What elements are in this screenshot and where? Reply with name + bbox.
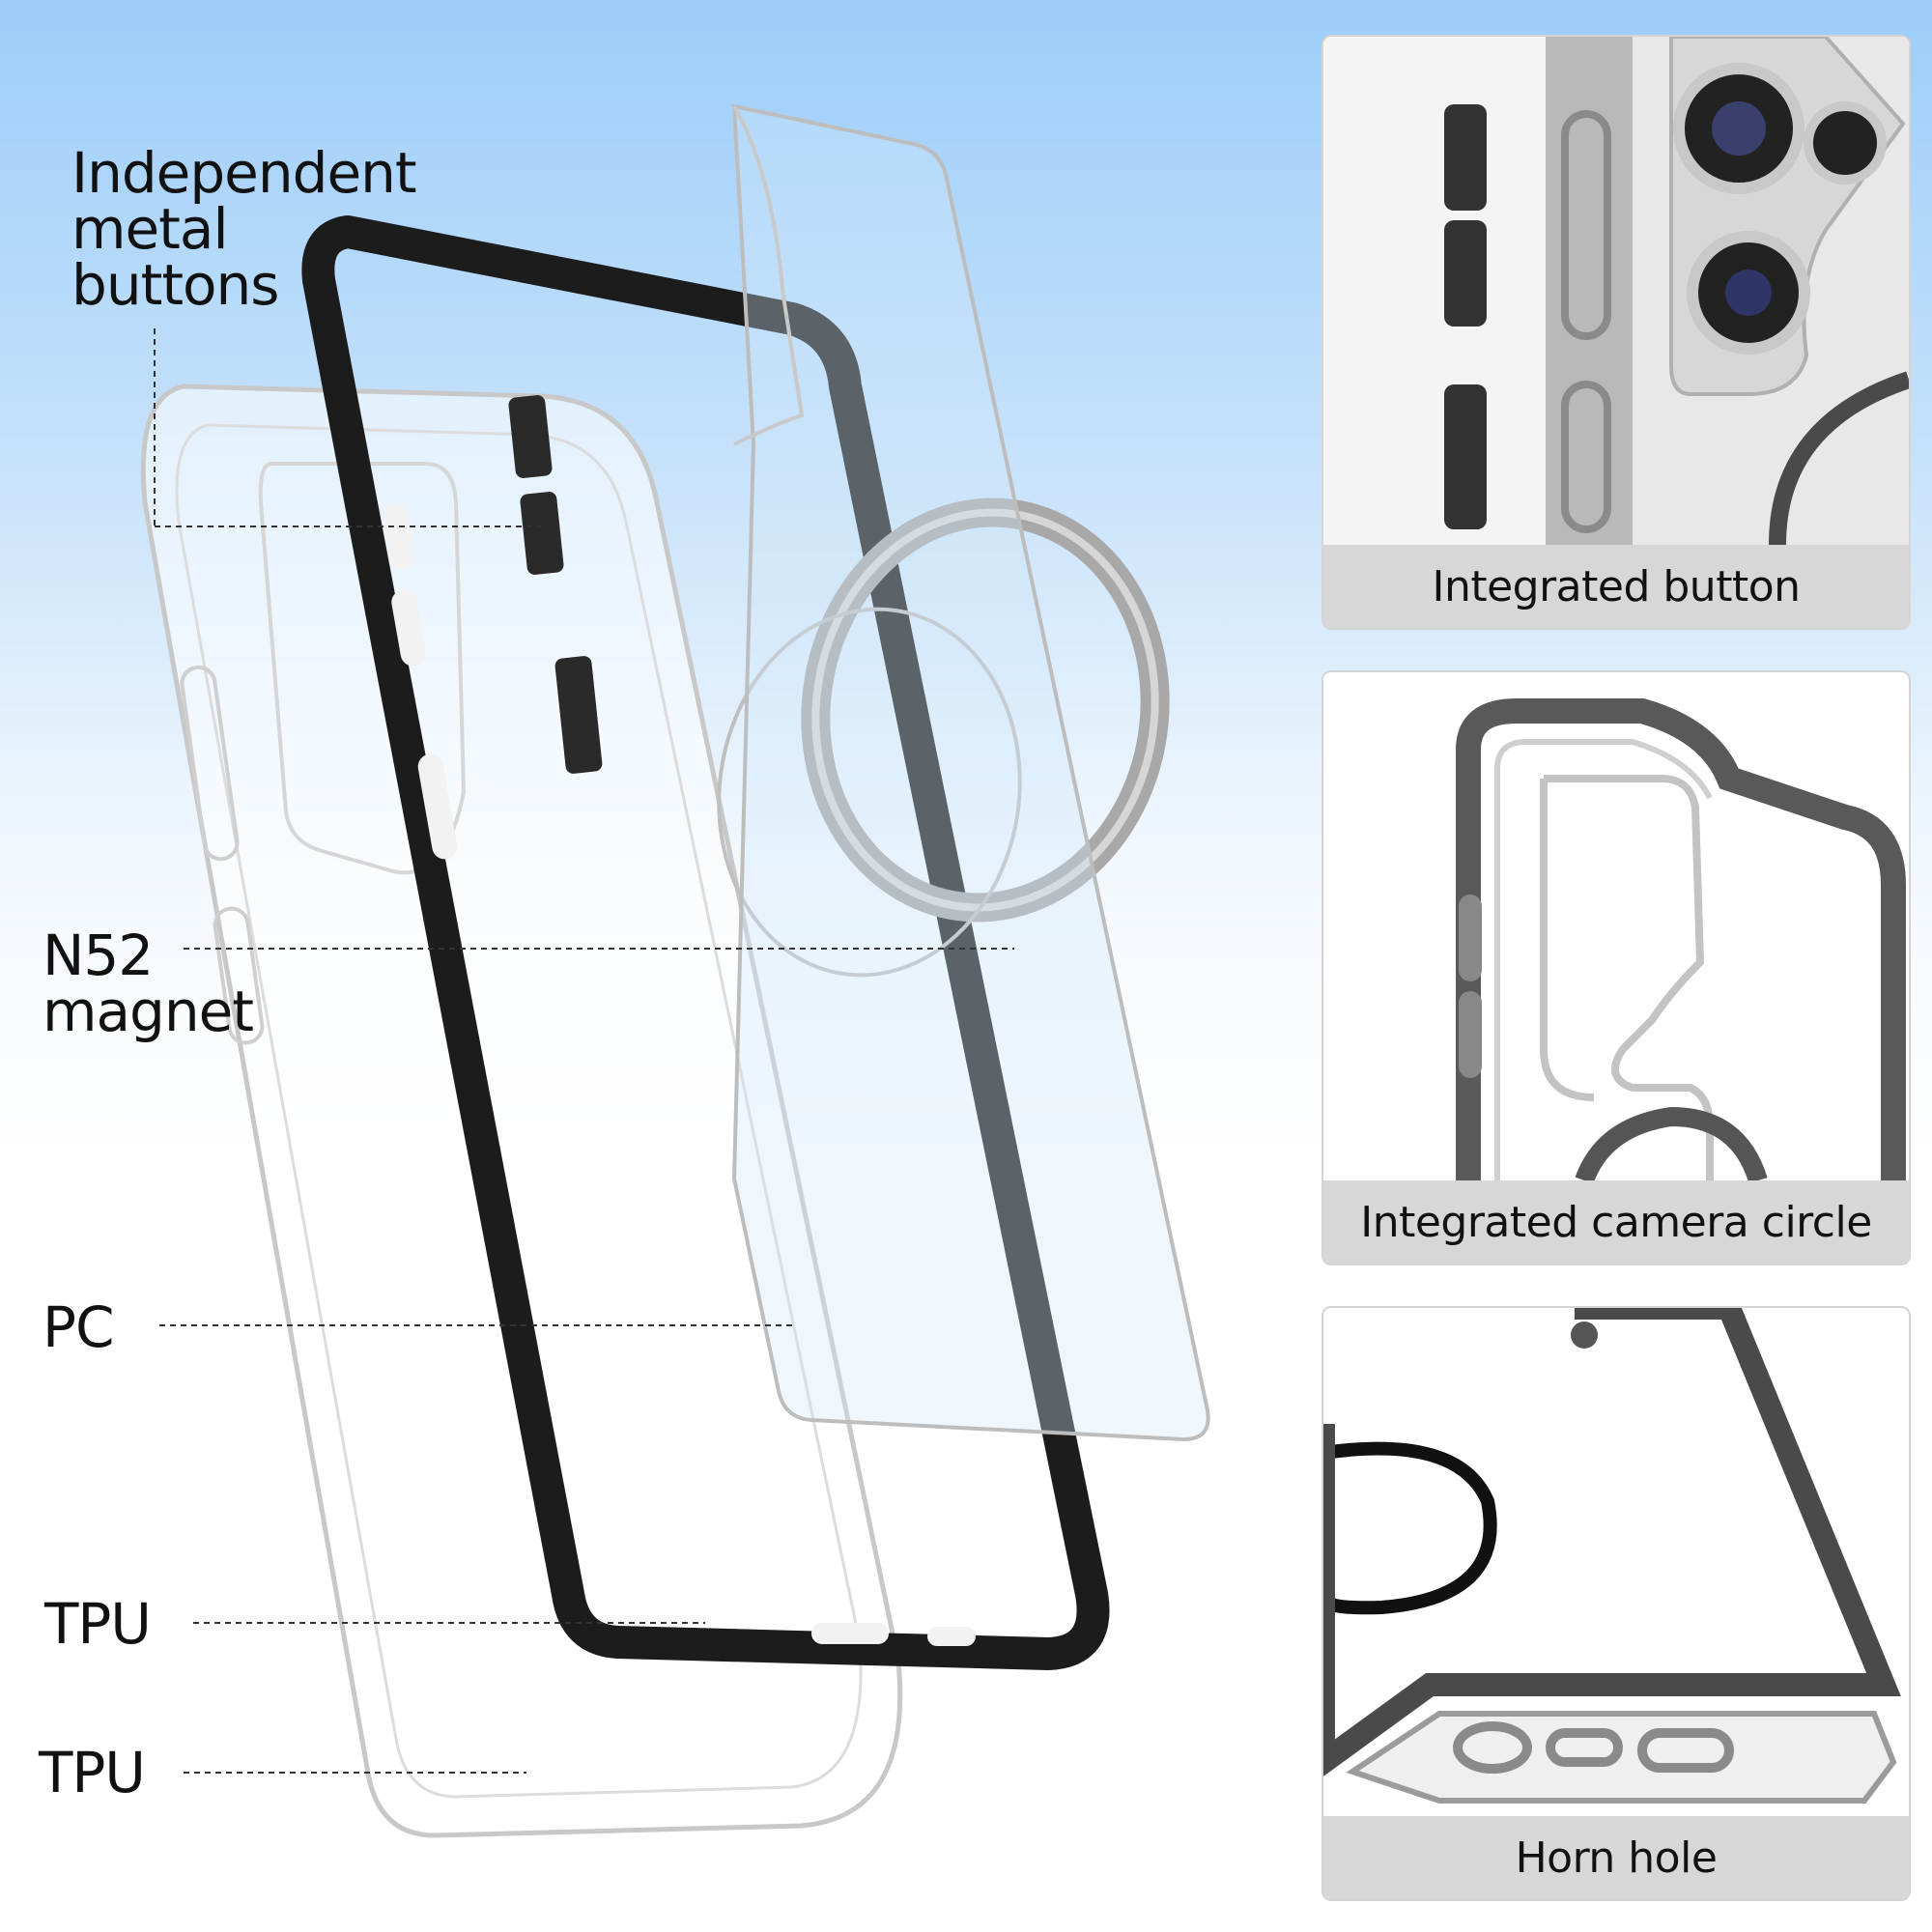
detail-panel-integrated-button: Integrated button <box>1321 35 1911 630</box>
exploded-case-illustration <box>140 103 1210 1838</box>
panel-caption: Integrated camera circle <box>1323 1180 1909 1264</box>
label-line: Independent <box>71 140 417 206</box>
camera-circle-detail-image <box>1323 672 1909 1180</box>
panel-caption: Integrated button <box>1323 545 1909 628</box>
clear-tpu-shell <box>140 384 903 1838</box>
black-tpu-frame <box>301 215 1110 1670</box>
label-tpu-upper: TPU <box>44 1591 152 1657</box>
metal-buttons <box>508 395 603 774</box>
horn-hole-detail-image <box>1323 1308 1909 1816</box>
panel-caption: Horn hole <box>1323 1816 1909 1899</box>
label-line: N52 <box>43 923 154 988</box>
label-line: buttons <box>71 252 280 318</box>
label-tpu-lower: TPU <box>39 1740 146 1805</box>
leader-lines <box>154 328 1014 1774</box>
label-line: metal <box>71 196 229 262</box>
detail-panel-horn-hole: Horn hole <box>1321 1306 1911 1901</box>
label-metal-buttons: Independent metal buttons <box>71 140 417 318</box>
label-pc: PC <box>43 1294 114 1360</box>
label-n52-magnet: N52 magnet <box>43 923 254 1044</box>
label-line: magnet <box>43 979 254 1044</box>
detail-panel-camera-circle: Integrated camera circle <box>1321 670 1911 1265</box>
clear-pc-plate <box>731 103 1210 1442</box>
n52-magnet-ring <box>717 497 1170 978</box>
integrated-button-detail-image <box>1323 37 1909 545</box>
